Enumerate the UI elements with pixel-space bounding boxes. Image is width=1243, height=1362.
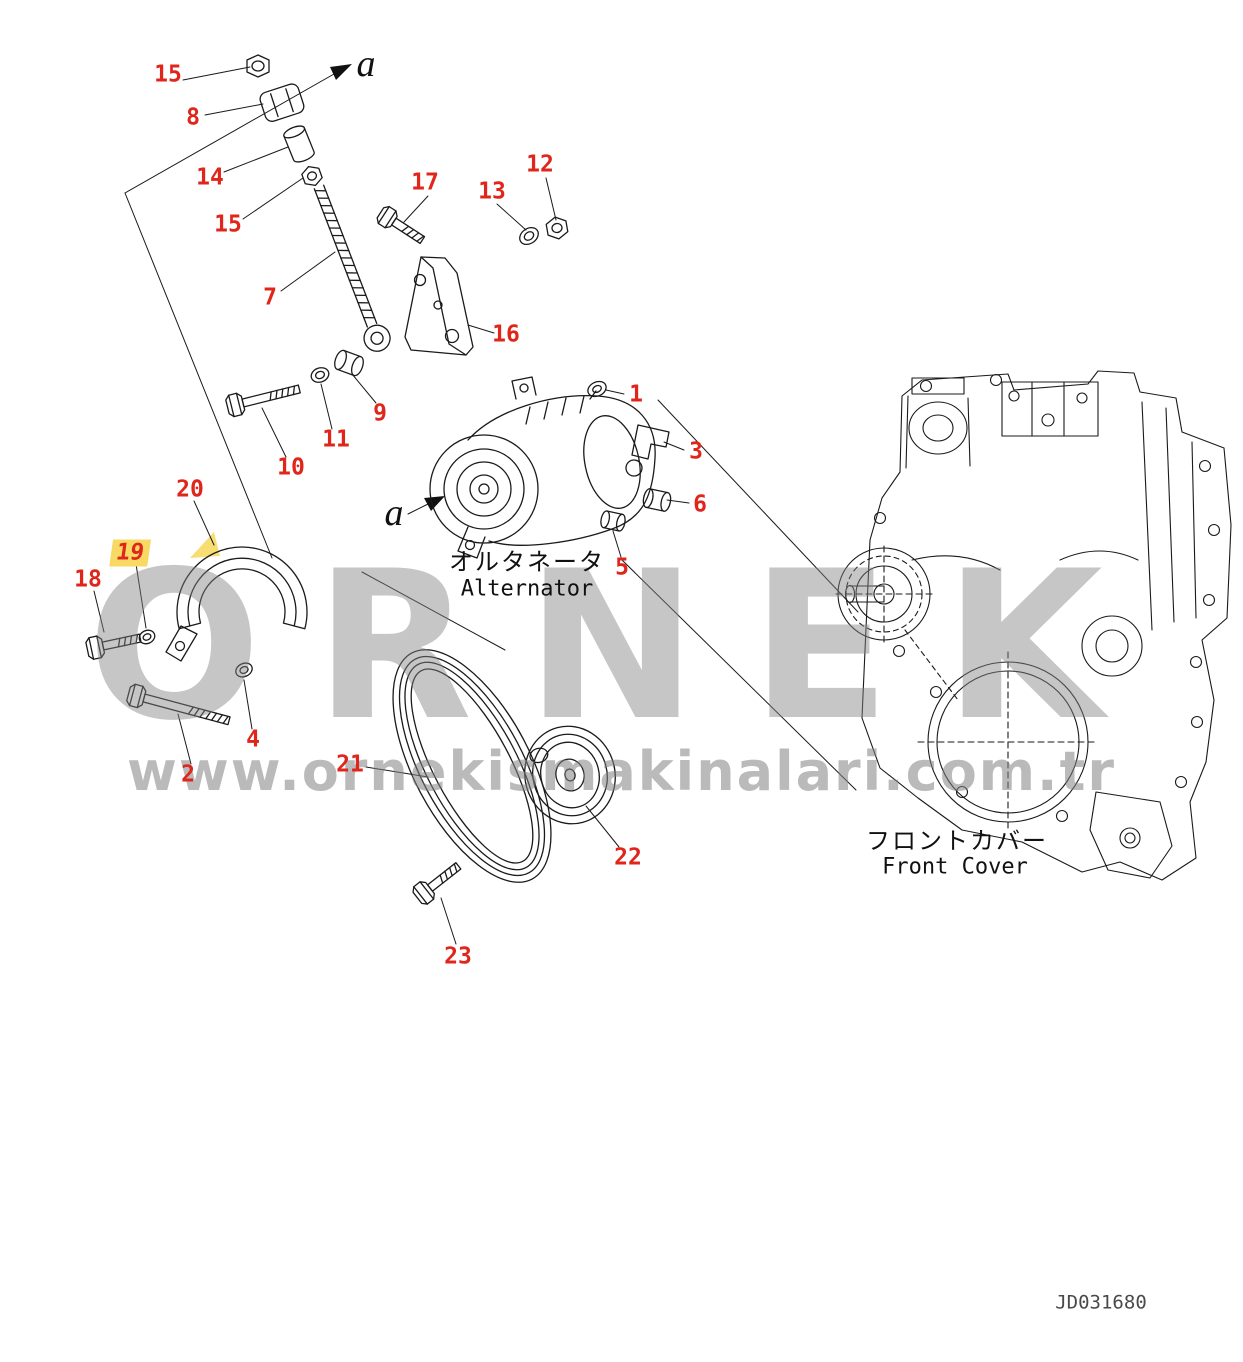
front-cover-label-en: Front Cover bbox=[882, 854, 1028, 880]
part-callout-3: 3 bbox=[689, 438, 703, 465]
part-cushion-8 bbox=[259, 83, 305, 122]
part-washer-13 bbox=[519, 226, 539, 246]
part-nut-15-lower bbox=[301, 165, 323, 187]
part-bushing-5 bbox=[600, 510, 626, 532]
part-clamp-3 bbox=[631, 424, 670, 460]
leader-lines bbox=[93, 66, 690, 945]
view-label-a-front: a bbox=[384, 492, 404, 534]
part-callout-15: 15 bbox=[154, 61, 182, 88]
part-callout-21: 21 bbox=[336, 751, 364, 778]
view-label-a-top: a bbox=[356, 43, 376, 85]
part-nut-15-upper bbox=[246, 54, 270, 78]
part-callout-12: 12 bbox=[526, 151, 554, 178]
view-arrow-front-icon bbox=[424, 496, 445, 511]
front-cover-label-jp: フロントカバー bbox=[866, 827, 1048, 856]
part-callout-13: 13 bbox=[478, 178, 506, 205]
part-callout-1: 1 bbox=[629, 381, 643, 408]
part-rod-7 bbox=[313, 184, 391, 352]
part-nut-12 bbox=[545, 216, 569, 240]
part-bracket-16 bbox=[404, 256, 474, 356]
part-callout-10: 10 bbox=[277, 454, 305, 481]
part-bolt-17 bbox=[376, 205, 426, 245]
alternator-label-en: Alternator bbox=[460, 576, 594, 602]
part-callout-6: 6 bbox=[693, 491, 707, 518]
part-bushing-6 bbox=[642, 488, 672, 512]
part-callout-22: 22 bbox=[614, 844, 642, 871]
part-callout-11: 11 bbox=[322, 426, 350, 453]
highlight-mark bbox=[190, 532, 220, 558]
part-bolt-18 bbox=[85, 633, 142, 660]
part-callout-16: 16 bbox=[492, 321, 520, 348]
part-callout-5: 5 bbox=[615, 554, 629, 581]
part-callout-17: 17 bbox=[411, 169, 439, 196]
part-bolt-10 bbox=[225, 384, 301, 418]
part-callout-4: 4 bbox=[246, 726, 260, 753]
part-callout-23: 23 bbox=[444, 943, 472, 970]
part-spacer-9 bbox=[334, 349, 364, 377]
part-callout-8: 8 bbox=[186, 104, 200, 131]
part-callout-20: 20 bbox=[176, 476, 204, 503]
view-arrow-top-icon bbox=[330, 64, 352, 80]
part-washer-19 bbox=[138, 629, 156, 645]
part-callout-7: 7 bbox=[263, 284, 277, 311]
part-belt-guard-20 bbox=[165, 546, 308, 662]
construction-lines bbox=[124, 73, 859, 791]
part-bolt-23 bbox=[412, 862, 462, 905]
part-bolt-2 bbox=[126, 683, 231, 726]
part-spacer-14 bbox=[283, 125, 315, 163]
part-callout-15: 15 bbox=[214, 211, 242, 238]
part-washer-11 bbox=[310, 367, 330, 383]
part-belt-21 bbox=[392, 649, 552, 883]
part-callout-19: 19 bbox=[109, 539, 151, 567]
part-callout-2: 2 bbox=[181, 761, 195, 788]
part-callout-9: 9 bbox=[373, 400, 387, 427]
part-washer-1 bbox=[587, 380, 607, 398]
part-washer-4 bbox=[235, 662, 253, 678]
part-front-cover bbox=[835, 370, 1232, 881]
part-pulley-22 bbox=[524, 725, 616, 825]
alternator-label-jp: オルタネータ bbox=[449, 548, 605, 577]
drawing-number: JD031680 bbox=[1055, 1291, 1147, 1314]
part-callout-18: 18 bbox=[74, 566, 102, 593]
part-callout-14: 14 bbox=[196, 164, 224, 191]
